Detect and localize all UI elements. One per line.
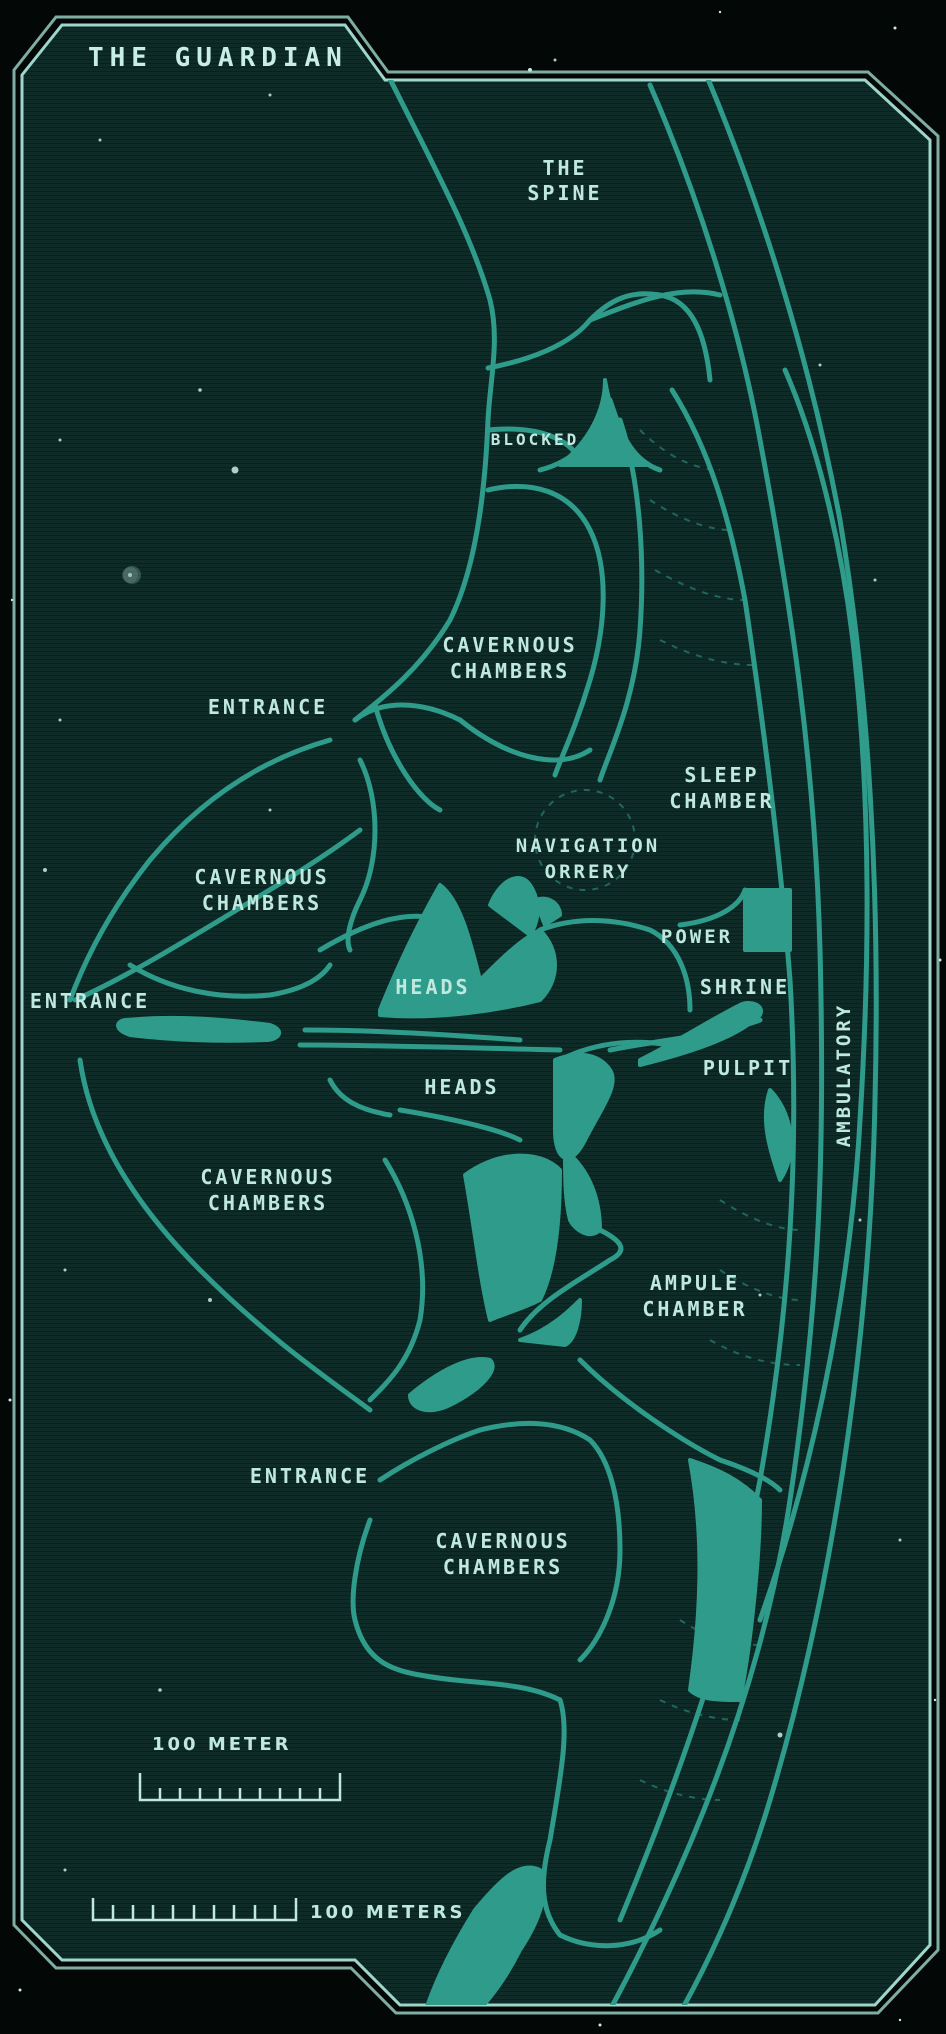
label-sleep-chamber-line2: CHAMBER (669, 789, 774, 813)
label-entrance-left: ENTRANCE (30, 989, 150, 1013)
scale-lower-label: 100 METERS (310, 1902, 465, 1923)
label-cavernous-left-line2: CHAMBERS (202, 891, 322, 915)
structure (67, 52, 879, 2005)
label-entrance-upper: ENTRANCE (208, 695, 328, 719)
label-cavernous-bottom-line2: CHAMBERS (443, 1555, 563, 1579)
label-entrance-lower: ENTRANCE (250, 1464, 370, 1488)
label-cavernous-left-line1: CAVERNOUS (194, 865, 329, 889)
label-sleep-chamber-line1: SLEEP (684, 763, 759, 787)
label-navigation-orrery-line2: ORRERY (545, 861, 632, 883)
map-panel (12, 15, 940, 2015)
label-blocked: BLOCKED (491, 430, 579, 449)
label-ampule-chamber-line2: CHAMBER (642, 1297, 747, 1321)
label-navigation-orrery-line1: NAVIGATION (516, 835, 660, 857)
map-title: THE GUARDIAN (88, 43, 348, 73)
label-ambulatory: AMBULATORY (833, 1003, 855, 1147)
label-cavernous-top-line1: CAVERNOUS (442, 633, 577, 657)
label-cavernous-mid-line2: CHAMBERS (208, 1191, 328, 1215)
label-shrine: SHRINE (700, 975, 790, 999)
label-the-spine-line1: THE (542, 156, 587, 180)
label-heads-lower: HEADS (424, 1075, 499, 1099)
scale-upper-label: 100 METER (152, 1734, 291, 1755)
room-labels: THE SPINE BLOCKED CAVERNOUS CHAMBERS ENT… (30, 156, 855, 1579)
scale-bar-upper: 100 METER (138, 1734, 342, 1802)
label-the-spine-line2: SPINE (527, 181, 602, 205)
label-cavernous-bottom-line1: CAVERNOUS (435, 1529, 570, 1553)
label-pulpit: PULPIT (703, 1056, 793, 1080)
label-heads-upper: HEADS (395, 975, 470, 999)
label-ampule-chamber-line1: AMPULE (650, 1271, 740, 1295)
scale-bar-lower: 100 METERS (91, 1898, 465, 1923)
label-cavernous-mid-line1: CAVERNOUS (200, 1165, 335, 1189)
label-cavernous-top-line2: CHAMBERS (450, 659, 570, 683)
label-power: POWER (661, 926, 733, 948)
